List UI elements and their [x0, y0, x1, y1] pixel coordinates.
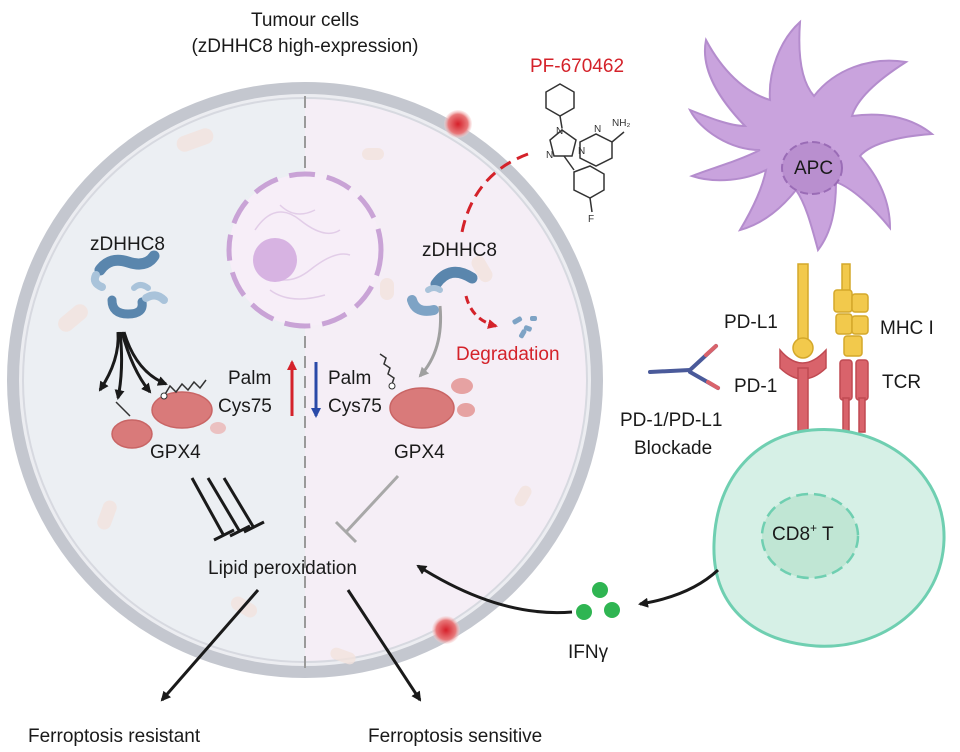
- drug-n3: N: [594, 124, 601, 135]
- tcr-receptor: [839, 359, 869, 433]
- mhc-receptor: [833, 263, 869, 357]
- blockade-label-line2: Blockade: [634, 438, 712, 459]
- tcell-to-ifn-arrow: [638, 568, 720, 608]
- organelles: [58, 128, 532, 665]
- left-gpx4-icon: [111, 379, 226, 449]
- pd1-receptor: [779, 347, 827, 433]
- drug-structure: [545, 83, 625, 213]
- tcr-label: TCR: [882, 372, 921, 393]
- drug-inhibition-path: [460, 152, 529, 233]
- degraded-fragments: [512, 316, 537, 339]
- arrow-resistant: [160, 589, 260, 702]
- apc-cell: [687, 19, 935, 253]
- right-gpx4-label: GPX4: [394, 442, 445, 463]
- title-line1: Tumour cells: [251, 10, 359, 31]
- t-cell-nucleus: [760, 492, 860, 580]
- ferroptosis-resistant-label: Ferroptosis resistant: [28, 726, 201, 747]
- degradation-label: Degradation: [456, 344, 560, 365]
- drug-n4: N: [578, 146, 585, 157]
- apc-label: APC: [794, 158, 833, 179]
- lipid-peroxidation-label: Lipid peroxidation: [208, 558, 357, 579]
- drug-f: F: [588, 214, 594, 225]
- ferroptosis-sensitive-label: Ferroptosis sensitive: [368, 726, 542, 747]
- membrane-particle-top: [444, 110, 472, 138]
- drug-nh2: NH₂: [612, 118, 630, 129]
- left-palm-label: Palm: [228, 368, 271, 389]
- left-inhibition: [190, 477, 265, 542]
- left-cys75-label: Cys75: [218, 396, 272, 417]
- nucleolus: [253, 238, 297, 282]
- pdl1-label: PD-L1: [724, 312, 778, 333]
- title-line2: (zDHHC8 high-expression): [191, 36, 418, 57]
- ifn-to-lipid-arrow: [416, 564, 573, 615]
- left-zdhhc8-label: zDHHC8: [90, 234, 165, 255]
- ifn-particles: [576, 582, 620, 620]
- t-cell: [712, 427, 946, 648]
- right-palm-label: Palm: [328, 368, 371, 389]
- drug-name: PF-670462: [530, 56, 624, 77]
- right-inhibition: [334, 474, 400, 544]
- degradation-arrow: [464, 295, 498, 329]
- blockade-label-line1: PD-1/PD-L1: [620, 410, 722, 431]
- arrow-sensitive: [346, 589, 422, 702]
- drug-n1: N: [556, 126, 563, 137]
- right-gpx4-icon: [379, 353, 475, 429]
- antibody-icon: [648, 344, 720, 390]
- ifn-label: IFNγ: [568, 642, 609, 663]
- palmitoylation-arrows: [98, 331, 168, 400]
- drug-n2: N: [546, 150, 553, 161]
- right-cys75-label: Cys75: [328, 396, 382, 417]
- pd1-label: PD-1: [734, 376, 777, 397]
- left-gpx4-label: GPX4: [150, 442, 201, 463]
- apc-nucleus: [781, 141, 843, 195]
- pdl1-receptor: [792, 263, 814, 359]
- nucleus: [226, 171, 384, 329]
- left-zdhhc8-icon: [90, 250, 168, 319]
- t-cell-label: CD8+ T: [772, 521, 834, 545]
- mhc-label: MHC I: [880, 318, 934, 339]
- right-zdhhc8-label: zDHHC8: [422, 240, 497, 261]
- right-zdhhc8-icon: [407, 266, 478, 316]
- membrane-particle-bottom: [432, 616, 460, 644]
- right-gray-arrow: [418, 305, 443, 378]
